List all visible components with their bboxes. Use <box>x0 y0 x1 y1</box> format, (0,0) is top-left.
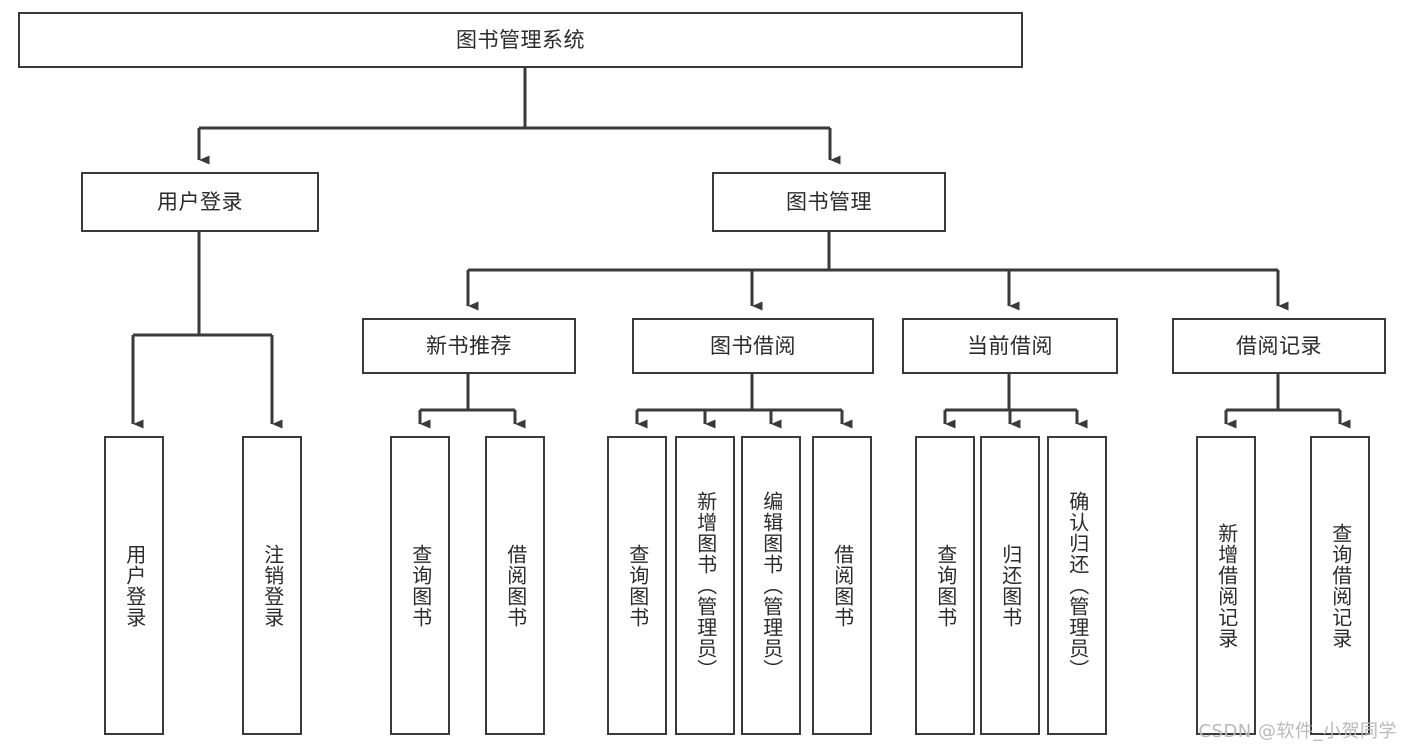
node-borrow-record[interactable]: 借阅记录 <box>1172 318 1386 374</box>
node-leaf-return-book-label: 归还图书 <box>998 543 1023 628</box>
node-book-management-label: 图书管理 <box>786 189 872 214</box>
node-leaf-edit-book-admin[interactable]: 编辑图书（管理员） <box>741 436 801 735</box>
node-leaf-query-book-current-label: 查询图书 <box>933 543 958 628</box>
node-root[interactable]: 图书管理系统 <box>18 12 1023 68</box>
node-leaf-logout-login[interactable]: 注销登录 <box>242 436 302 735</box>
node-user-login-label: 用户登录 <box>157 189 243 214</box>
node-leaf-add-borrow-record-label: 新增借阅记录 <box>1214 522 1239 649</box>
node-leaf-query-book-new-label: 查询图书 <box>408 543 433 628</box>
node-current-borrow-label: 当前借阅 <box>967 333 1053 358</box>
node-leaf-add-borrow-record[interactable]: 新增借阅记录 <box>1196 436 1256 735</box>
node-new-book-recommend-label: 新书推荐 <box>426 333 512 358</box>
node-leaf-edit-book-admin-label: 编辑图书（管理员） <box>759 491 784 680</box>
node-leaf-return-book[interactable]: 归还图书 <box>980 436 1040 735</box>
node-leaf-query-book-borrow[interactable]: 查询图书 <box>607 436 667 735</box>
node-leaf-add-book-admin-label: 新增图书（管理员） <box>693 491 718 680</box>
node-leaf-confirm-return-admin-label: 确认归还（管理员） <box>1065 491 1090 680</box>
node-book-borrow[interactable]: 图书借阅 <box>632 318 874 374</box>
node-leaf-borrow-book[interactable]: 借阅图书 <box>812 436 872 735</box>
node-borrow-record-label: 借阅记录 <box>1236 333 1322 358</box>
node-leaf-borrow-book-label: 借阅图书 <box>830 543 855 628</box>
node-leaf-user-login[interactable]: 用户登录 <box>104 436 164 735</box>
node-leaf-query-book-borrow-label: 查询图书 <box>625 543 650 628</box>
node-leaf-add-book-admin[interactable]: 新增图书（管理员） <box>675 436 735 735</box>
node-leaf-query-borrow-record-label: 查询借阅记录 <box>1328 522 1353 649</box>
node-book-borrow-label: 图书借阅 <box>710 333 796 358</box>
node-current-borrow[interactable]: 当前借阅 <box>902 318 1118 374</box>
node-leaf-borrow-book-new-label: 借阅图书 <box>503 543 528 628</box>
node-leaf-logout-login-label: 注销登录 <box>260 543 285 628</box>
node-leaf-query-book-new[interactable]: 查询图书 <box>390 436 450 735</box>
node-leaf-confirm-return-admin[interactable]: 确认归还（管理员） <box>1047 436 1107 735</box>
node-leaf-query-borrow-record[interactable]: 查询借阅记录 <box>1310 436 1370 735</box>
node-book-management[interactable]: 图书管理 <box>712 172 946 232</box>
node-leaf-query-book-current[interactable]: 查询图书 <box>915 436 975 735</box>
node-leaf-user-login-label: 用户登录 <box>122 543 147 628</box>
csdn-watermark: CSDN @软件_小贺同学 <box>1198 721 1397 742</box>
node-user-login[interactable]: 用户登录 <box>81 172 319 232</box>
node-leaf-borrow-book-new[interactable]: 借阅图书 <box>485 436 545 735</box>
node-new-book-recommend[interactable]: 新书推荐 <box>362 318 576 374</box>
node-root-label: 图书管理系统 <box>456 27 585 52</box>
